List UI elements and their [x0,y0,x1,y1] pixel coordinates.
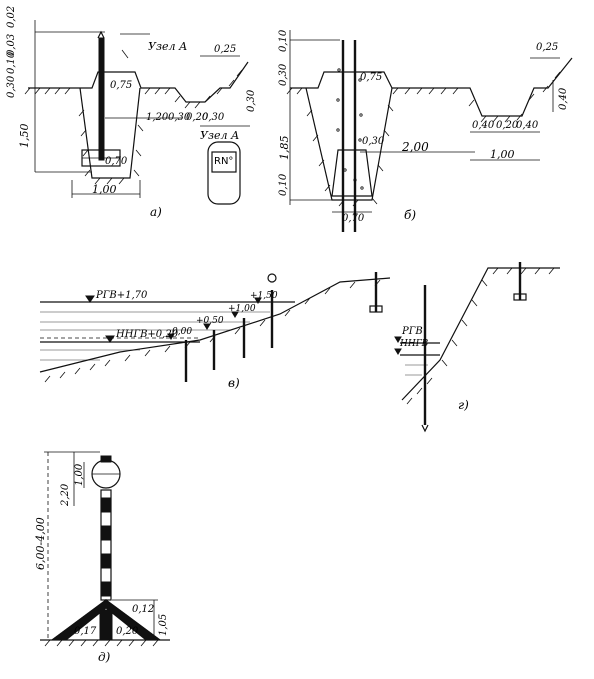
panel-g-caption: г) [458,398,469,412]
panel-g-rgv-label: РГВ [402,326,423,337]
panel-d-caption: д) [98,650,111,664]
panel-d [40,451,170,647]
panel-a-stake [98,37,105,161]
panel-b-dim-185: 1,85 [278,135,291,161]
panel-a-dim-025: 0,25 [214,44,237,55]
panel-a-dim-075: 0,75 [110,80,133,91]
panel-b-dim-040: 0,40 [558,87,569,110]
panel-b-dim-030b: 0,30 [362,136,385,147]
panel-a-dim-030b: 0,30 [246,89,257,112]
panel-b-hatching [286,71,561,207]
panel-a-trench [79,87,141,179]
panel-d-dim-017: 0,17 [74,626,97,637]
panel-b-dim-010b: 0,10 [278,173,289,196]
panel-b-trench [305,87,393,201]
panel-a-dim-100: 1,00 [92,183,117,196]
panel-a-node-label-2: Узел А [200,129,240,142]
panel-g-nngv-label: ННГВ [400,339,429,349]
panel-v [39,272,391,383]
panel-b-dim-075: 0,75 [360,72,383,83]
panel-b-dim-020: 0,20 [496,120,519,131]
panel-v-level-150: +1,50 [250,291,278,301]
panel-b-concrete [331,149,373,197]
panel-a [24,20,250,205]
panel-a-dim-020: 0,20 [186,112,209,123]
panel-a-node-label: Узел А [148,40,188,53]
panel-b-dim-010: 0,10 [278,29,289,52]
panel-v-bank [39,277,391,373]
panel-b-dim-070: 0,70 [342,213,365,224]
panel-b-dim-025: 0,25 [536,42,559,53]
panel-b-dim-040c: 0,40 [516,120,539,131]
panel-v-level-050: +0,50 [196,316,224,326]
panel-a-dim-120: 1,20 [146,112,169,123]
panel-v-nngv-label: ННГВ+0,20 [116,329,179,340]
panel-b-dim-030: 0,30 [278,63,289,86]
panel-d-dim-220: 2,20 [60,483,71,506]
panel-d-dim-012: 0,12 [132,604,155,615]
panel-a-dim-002: 0,02 [6,5,17,28]
panel-a-plate-node [207,141,241,205]
panel-v-level-100: +1,00 [228,304,256,314]
panel-b [286,30,573,232]
panel-b-caption: б) [404,208,417,222]
panel-a-dim-030d: 0,30 [202,112,225,123]
panel-a-plate-frame [211,151,237,173]
panel-d-dim-600: 6,00-4,00 [34,517,47,570]
panel-a-dim-010: 0,10 [6,51,17,74]
panel-a-caption: а) [150,205,162,219]
panel-d-leg-center [99,609,113,641]
panel-v-level-000: 0,00 [172,327,193,337]
panel-a-dim-030c: 0,30 [168,112,191,123]
panel-b-dim-200: 2,00 [402,140,429,154]
panel-g-bank [401,267,560,401]
panel-b-ground [290,57,573,117]
panel-a-dim-150: 1,50 [18,123,31,149]
panel-a-dim-030: 0,30 [6,75,17,98]
panel-a-dim-070: 0,70 [105,156,128,167]
panel-a-plate-text: RN° [214,156,234,167]
panel-d-dim-105: 1,05 [158,613,169,636]
panel-b-dim-100: 1,00 [490,148,515,161]
panel-d-dim-100: 1,00 [74,463,85,486]
panel-v-caption: в) [228,376,240,390]
panel-b-dim-040b: 0,40 [472,120,495,131]
panel-a-ground [28,61,249,103]
panel-g [394,262,560,433]
panel-v-rgv-label: РГВ+1,70 [96,290,148,301]
panel-d-dim-020: 0,20 [116,626,139,637]
panel-a-hatching [24,69,243,185]
